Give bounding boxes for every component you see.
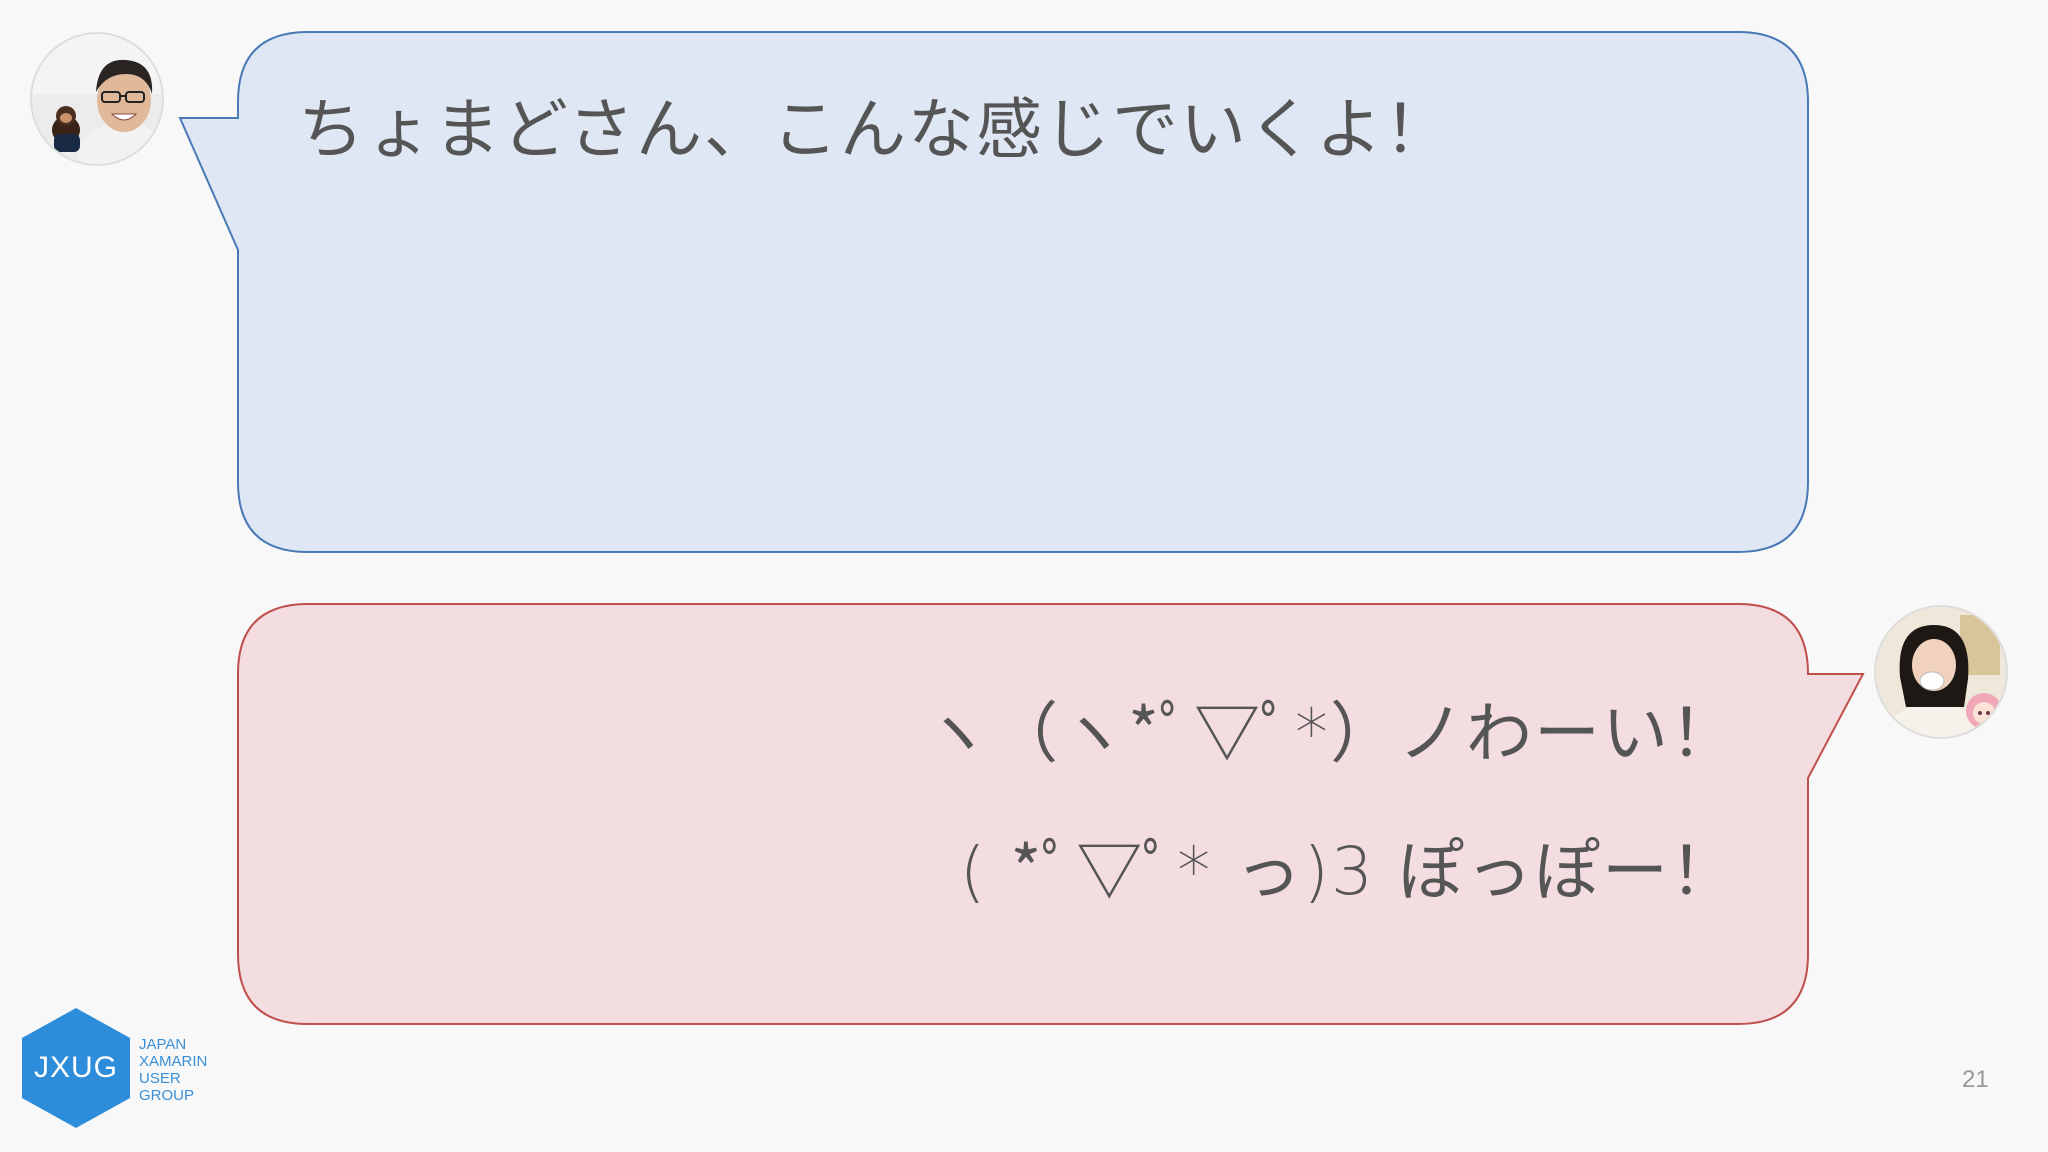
right-user-avatar	[1874, 605, 2008, 739]
bottom-message-line-1: ヽ（ヽ*ﾟ▽ﾟ*）ノわーい！	[924, 695, 1738, 772]
logo-caption-line: XAMARIN	[139, 1053, 208, 1070]
woman-portrait-icon	[1876, 607, 2006, 737]
left-user-avatar	[30, 32, 164, 166]
hexagon-logo-icon	[22, 1008, 130, 1128]
man-portrait-icon	[32, 34, 162, 164]
logo-mark-text: JXUG	[33, 1051, 118, 1084]
jxug-logo: JXUG	[20, 1006, 132, 1130]
top-speech-bubble	[178, 31, 1809, 553]
slide-page-number: 21	[1962, 1066, 1989, 1093]
logo-caption: JAPAN XAMARIN USER GROUP	[139, 1036, 207, 1104]
logo-caption-line: JAPAN	[139, 1036, 187, 1053]
bottom-speech-bubble	[237, 603, 1865, 1025]
top-message-text: ちょまどさん、こんな感じでいくよ！	[298, 91, 1453, 168]
logo-caption-line: USER	[139, 1070, 181, 1087]
logo-caption-line: GROUP	[139, 1087, 195, 1104]
bottom-message-line-2: ( *ﾟ▽ﾟ* っ)3 ぽっぽー！	[959, 833, 1738, 910]
